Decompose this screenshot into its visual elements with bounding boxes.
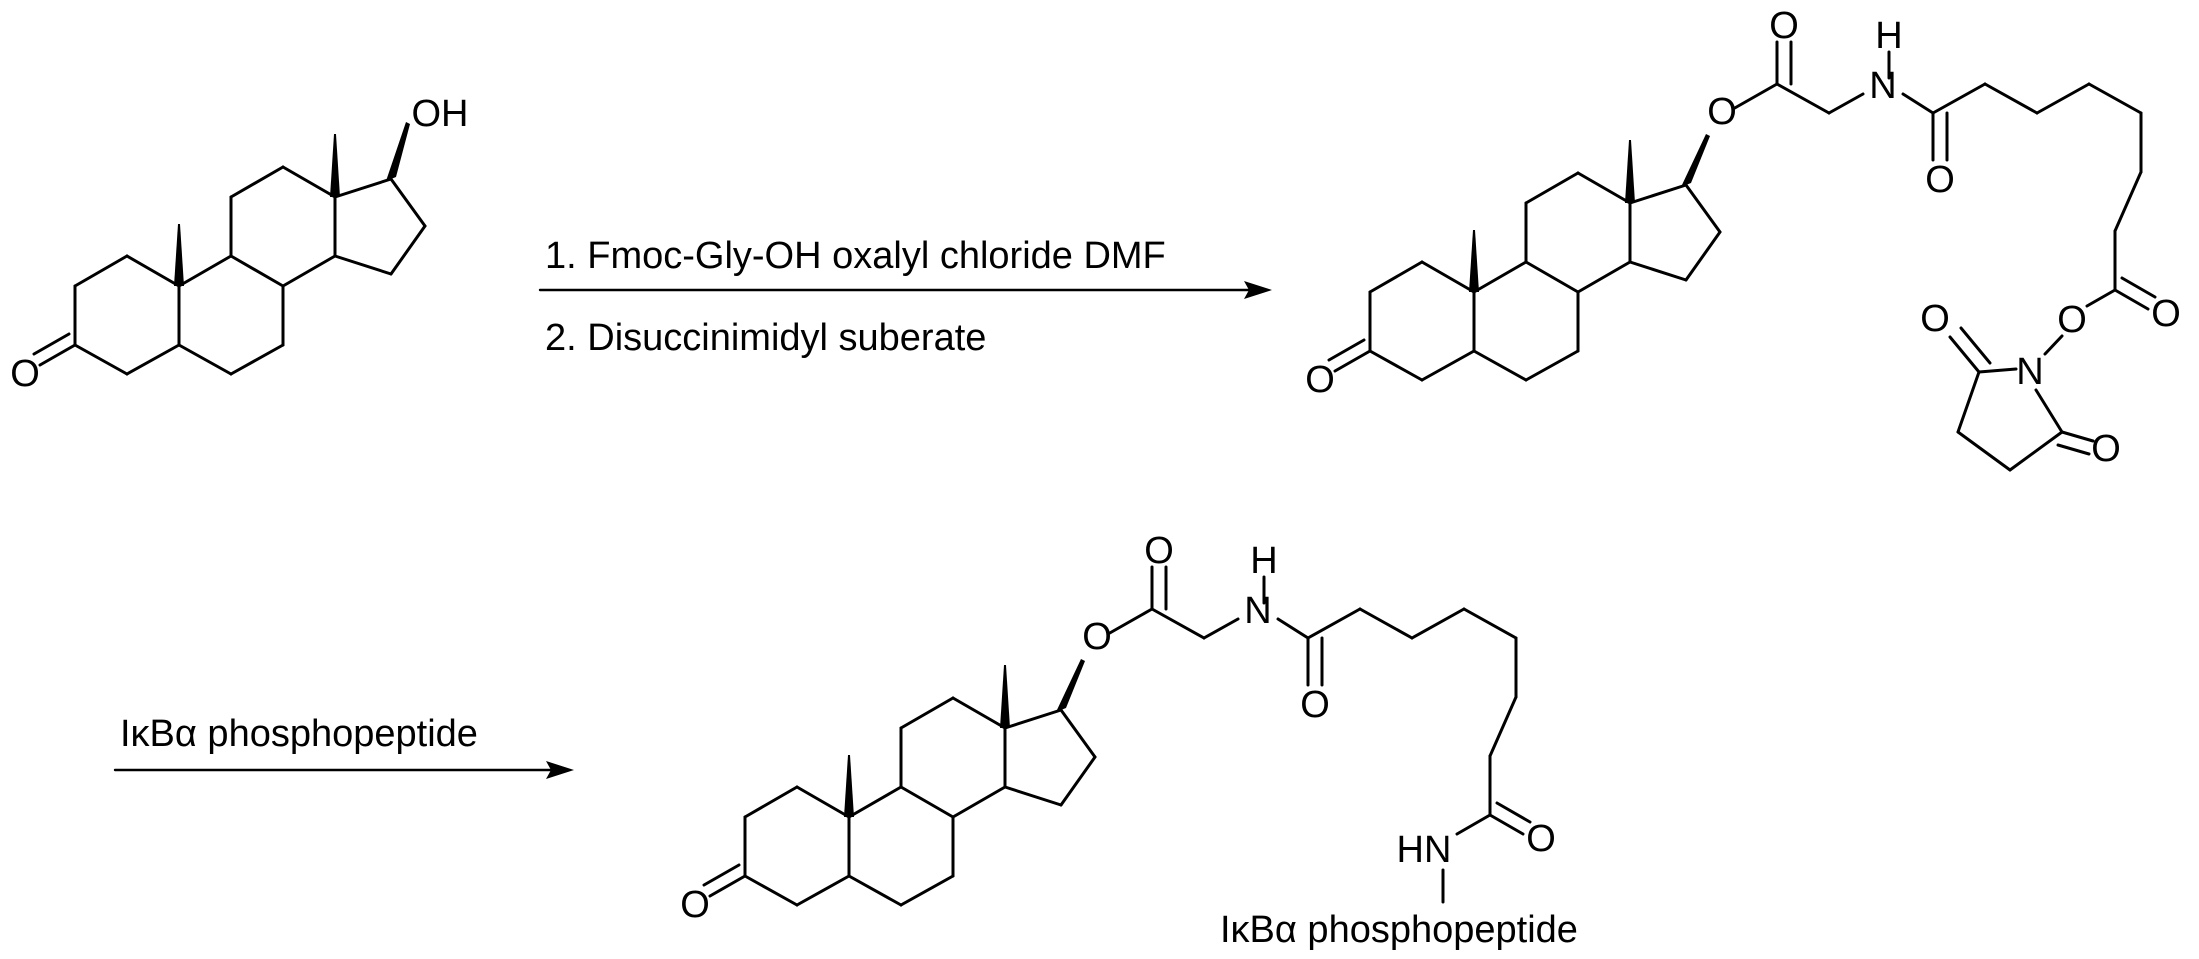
nhs-ester-intermediate-structure: O O O N H O xyxy=(1305,5,2181,472)
amide-nitrogen-label: N xyxy=(1869,65,1896,107)
methyl-wedge-c10 xyxy=(1469,230,1479,292)
glycine-carbonyl-oxygen-label: O xyxy=(1769,5,1799,47)
reaction-arrow-2 xyxy=(113,761,574,779)
starting-steroid-structure: O OH xyxy=(10,93,468,395)
ketone-oxygen-label: O xyxy=(10,353,40,395)
nhs-ester-oxygen-label: O xyxy=(2057,299,2087,341)
terminal-amide-oxygen-label: O xyxy=(1526,818,1556,860)
nhs-ester-carbonyl-oxygen-label: O xyxy=(2151,293,2181,335)
arrowhead-2 xyxy=(546,761,574,779)
methyl-wedge-c10 xyxy=(844,755,854,817)
reaction-1-step-2: 2. Disuccinimidyl suberate xyxy=(545,317,986,359)
ester-oxygen-label: O xyxy=(1707,91,1737,133)
methyl-wedge-c13 xyxy=(1000,665,1010,728)
amide-hydrogen-label: H xyxy=(1875,15,1902,57)
amide-hydrogen-label: H xyxy=(1250,540,1277,582)
methyl-wedge-c10 xyxy=(174,224,184,286)
steroid-bonds xyxy=(702,696,1097,907)
succinimide-ring-bonds xyxy=(1948,326,2095,472)
terminal-amide-nh-label: HN xyxy=(1397,829,1452,871)
methyl-wedge-c13 xyxy=(1625,140,1635,203)
glycine-carbonyl-oxygen-label: O xyxy=(1144,530,1174,572)
suberate-chain-bonds xyxy=(1931,82,2157,311)
steroid-bonds xyxy=(1327,171,1722,382)
ketone-oxygen-label: O xyxy=(680,884,710,926)
reaction-2-reagent: IκBα phosphopeptide xyxy=(120,713,478,755)
peptide-conjugate-structure: O O O N H xyxy=(680,530,1578,951)
hydroxyl-wedge xyxy=(386,122,410,181)
reaction-1-step-1: 1. Fmoc-Gly-OH oxalyl chloride DMF xyxy=(545,235,1166,277)
methyl-wedge-c13 xyxy=(330,134,340,197)
amide-carbonyl-oxygen-label: O xyxy=(1925,159,1955,201)
peptide-label: IκBα phosphopeptide xyxy=(1220,909,1578,951)
amide-carbonyl-oxygen-label: O xyxy=(1300,684,1330,726)
glycine-linker-bonds xyxy=(1106,565,1310,640)
ketone-oxygen-label: O xyxy=(1305,359,1335,401)
ester-oxygen-label: O xyxy=(1082,616,1112,658)
glycine-linker-bonds xyxy=(1731,40,1935,115)
ester-oxygen-wedge xyxy=(1056,659,1085,712)
succinimide-oxygen-label-bottom: O xyxy=(2091,428,2121,470)
amide-nitrogen-label: N xyxy=(1244,590,1271,632)
ester-oxygen-wedge xyxy=(1681,134,1710,187)
arrowhead-1 xyxy=(1244,281,1272,299)
steroid-bonds xyxy=(32,165,427,376)
suberate-chain-bonds xyxy=(1306,607,1532,904)
hydroxyl-label: OH xyxy=(412,93,469,135)
reaction-arrow-1 xyxy=(538,281,1272,299)
succinimide-nitrogen-label: N xyxy=(2016,351,2043,393)
succinimide-oxygen-label-top: O xyxy=(1920,298,1950,340)
